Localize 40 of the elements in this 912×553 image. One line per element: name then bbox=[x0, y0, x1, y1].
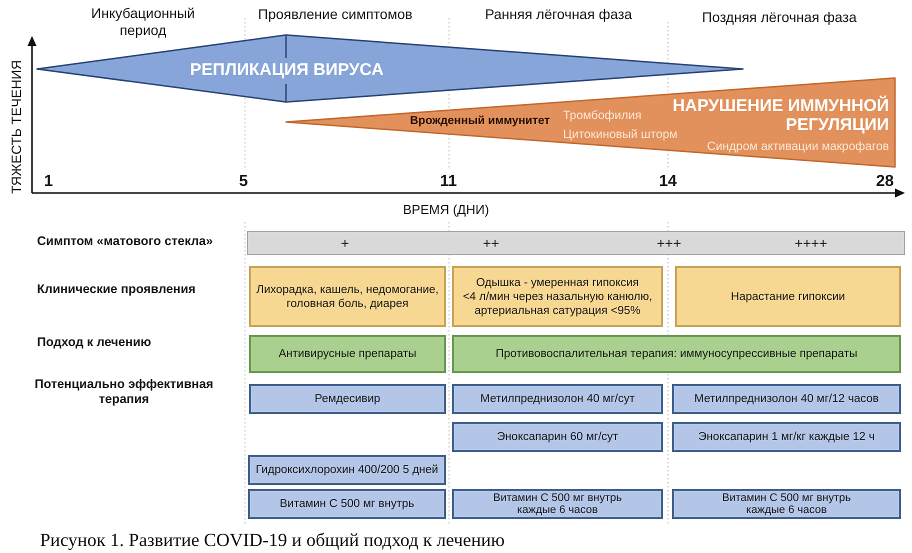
drug-box: Витамин С 500 мг внутрь каждые 6 часов bbox=[672, 489, 901, 519]
drug-box: Метилпреднизолон 40 мг/12 часов bbox=[672, 384, 901, 414]
row-label: Потенциально эффективная терапия bbox=[34, 377, 214, 407]
axis-title: ВРЕМЯ (ДНИ) bbox=[403, 202, 490, 218]
shape-title: РЕПЛИКАЦИЯ ВИРУСА bbox=[190, 60, 384, 79]
severity-grade: ++++ bbox=[794, 235, 828, 251]
phase-label: Ранняя лёгочная фаза bbox=[485, 6, 632, 23]
symptom-box: Лихорадка, кашель, недомогание, головная боль, диарея bbox=[249, 266, 446, 327]
phase-label: Инкубационный период bbox=[90, 5, 196, 39]
row-label: Подход к лечению bbox=[37, 335, 152, 350]
drug-box: Эноксапарин 60 мг/сут bbox=[452, 422, 663, 452]
axis-title: ТЯЖЕСТЬ ТЕЧЕНИЯ bbox=[9, 60, 25, 194]
tick-label: 28 bbox=[876, 172, 894, 191]
symptom-box: Нарастание гипоксии bbox=[675, 266, 901, 327]
treatment-box: Антивирусные препараты bbox=[249, 335, 446, 373]
shape-label: Синдром активации макрофагов bbox=[707, 139, 889, 153]
shape-label: Тромбофилия bbox=[563, 108, 642, 122]
severity-bar bbox=[247, 231, 905, 255]
row-label: Симптом «матового стекла» bbox=[37, 234, 213, 249]
tick-label: 5 bbox=[239, 172, 248, 191]
tick-label: 14 bbox=[659, 172, 677, 191]
severity-grade: ++ bbox=[482, 235, 500, 251]
drug-box: Витамин С 500 мг внутрь каждые 6 часов bbox=[452, 489, 663, 519]
drug-box: Эноксапарин 1 мг/кг каждые 12 ч bbox=[672, 422, 901, 452]
treatment-box: Противовоспалительная терапия: иммуносупрессивные препараты bbox=[452, 335, 901, 373]
symptom-box: Одышка - умеренная гипоксия <4 л/мин через назальную канюлю, артериальная сатурация <95% bbox=[452, 266, 663, 327]
figure-caption: Рисунок 1. Развитие COVID-19 и общий подход к лечению bbox=[40, 531, 505, 552]
drug-box: Гидроксихлорохин 400/200 5 дней bbox=[248, 455, 446, 485]
drug-box: Витамин С 500 мг внутрь bbox=[248, 489, 446, 519]
severity-grade: + bbox=[340, 235, 350, 251]
tick-label: 11 bbox=[440, 172, 457, 191]
severity-grade: +++ bbox=[656, 235, 682, 251]
shape-label: Врожденный иммунитет bbox=[410, 115, 550, 128]
drug-box: Ремдесивир bbox=[249, 384, 446, 414]
phase-label: Поздняя лёгочная фаза bbox=[702, 9, 857, 26]
row-label: Клинические проявления bbox=[37, 282, 196, 297]
drug-box: Метилпреднизолон 40 мг/сут bbox=[452, 384, 663, 414]
phase-label: Проявление симптомов bbox=[258, 6, 412, 23]
shape-label: Цитокиновый шторм bbox=[563, 127, 678, 141]
tick-label: 1 bbox=[44, 172, 53, 191]
